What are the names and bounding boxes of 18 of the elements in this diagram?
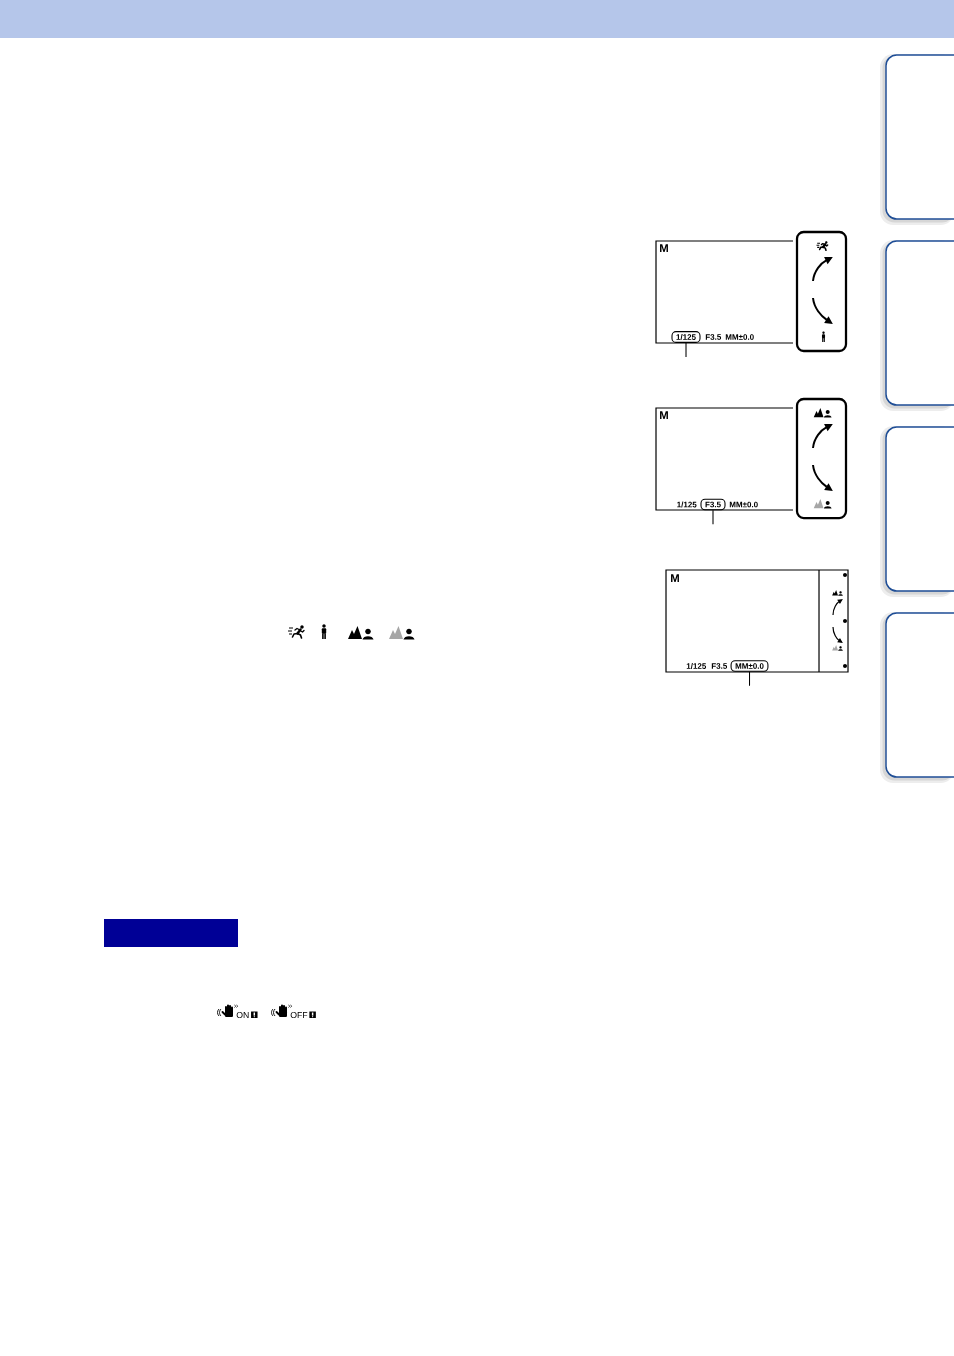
mode-letter: M bbox=[660, 411, 668, 420]
heading-bar bbox=[104, 919, 238, 947]
leader-line bbox=[712, 509, 714, 525]
highlight-box: 1/125 bbox=[671, 331, 701, 343]
display-readout: MM±0.0 bbox=[729, 501, 758, 508]
status-text: ON bbox=[236, 1011, 249, 1019]
mode-letter: M bbox=[660, 244, 668, 253]
highlight-box: MM±0.0 bbox=[730, 660, 769, 672]
leader-line bbox=[685, 342, 687, 358]
leader-line bbox=[748, 671, 751, 687]
status-text: OFF bbox=[290, 1011, 308, 1019]
display-readout: F3.5 bbox=[711, 663, 728, 669]
display-readout: F3.5 bbox=[705, 334, 722, 340]
display-readout: 1/125 bbox=[677, 501, 697, 508]
highlight-box: F3.5 bbox=[700, 498, 726, 511]
display-readout: MM±0.0 bbox=[725, 334, 754, 340]
display-readout: 1/125 bbox=[686, 663, 707, 669]
mode-letter: M bbox=[671, 574, 679, 583]
